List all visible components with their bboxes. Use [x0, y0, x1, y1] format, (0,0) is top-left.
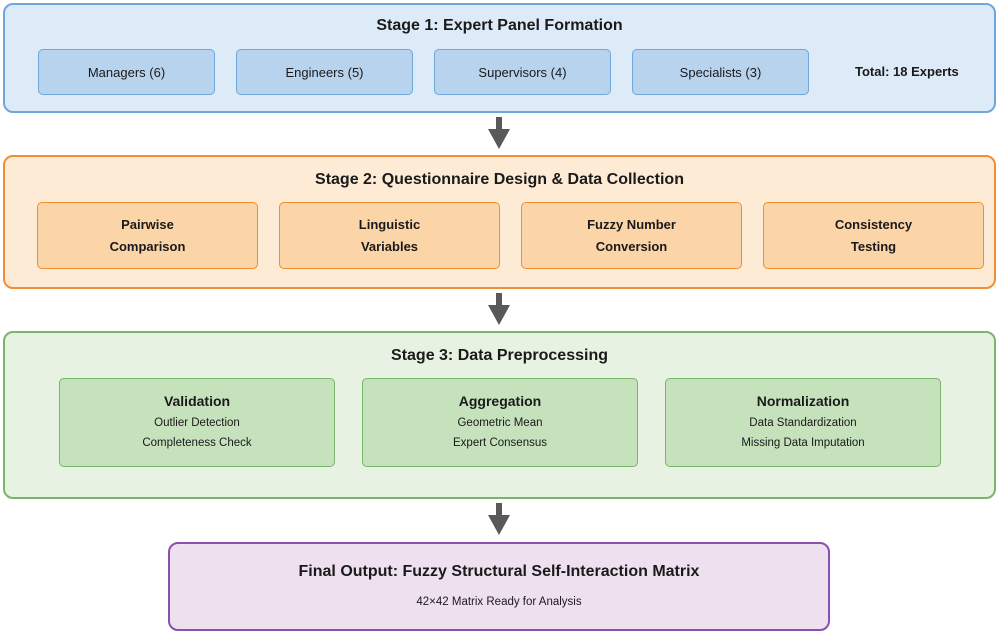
arrow-down-icon	[488, 117, 510, 149]
stage3-panel: Stage 3: Data Preprocessing Validation O…	[3, 331, 996, 499]
stage3-title: Stage 3: Data Preprocessing	[391, 347, 608, 364]
consistency-testing-box: Consistency Testing	[763, 202, 984, 269]
total-experts-label: Total: 18 Experts	[855, 64, 959, 79]
arrow-down-icon	[488, 293, 510, 325]
supervisors-box: Supervisors (4)	[434, 49, 611, 95]
validation-item: Completeness Check	[142, 436, 252, 449]
aggregation-title: Aggregation	[458, 393, 542, 409]
normalization-title: Normalization	[756, 393, 850, 409]
linguistic-variables-box: Linguistic Variables	[279, 202, 500, 269]
pairwise-comparison-box: Pairwise Comparison	[37, 202, 258, 269]
normalization-item: Missing Data Imputation	[741, 436, 865, 449]
managers-box: Managers (6)	[38, 49, 215, 95]
stage2-panel: Stage 2: Questionnaire Design & Data Col…	[3, 155, 996, 289]
arrow-down-icon	[488, 503, 510, 535]
stage1-panel: Stage 1: Expert Panel Formation Managers…	[3, 3, 996, 113]
aggregation-item: Expert Consensus	[453, 436, 547, 449]
aggregation-box: Aggregation Geometric Mean Expert Consen…	[362, 378, 638, 467]
validation-title: Validation	[163, 393, 231, 409]
specialists-box: Specialists (3)	[632, 49, 809, 95]
normalization-item: Data Standardization	[749, 417, 857, 429]
stage2-title: Stage 2: Questionnaire Design & Data Col…	[315, 171, 684, 188]
validation-box: Validation Outlier Detection Completenes…	[59, 378, 335, 467]
fuzzy-number-conversion-box: Fuzzy Number Conversion	[521, 202, 742, 269]
engineers-box: Engineers (5)	[236, 49, 413, 95]
final-output-title: Final Output: Fuzzy Structural Self-Inte…	[298, 563, 700, 580]
aggregation-item: Geometric Mean	[457, 417, 543, 429]
stage1-title: Stage 1: Expert Panel Formation	[376, 17, 623, 34]
validation-item: Outlier Detection	[154, 417, 240, 429]
normalization-box: Normalization Data Standardization Missi…	[665, 378, 941, 467]
final-output-panel: Final Output: Fuzzy Structural Self-Inte…	[168, 542, 830, 631]
final-output-subtitle: 42×42 Matrix Ready for Analysis	[416, 596, 582, 608]
